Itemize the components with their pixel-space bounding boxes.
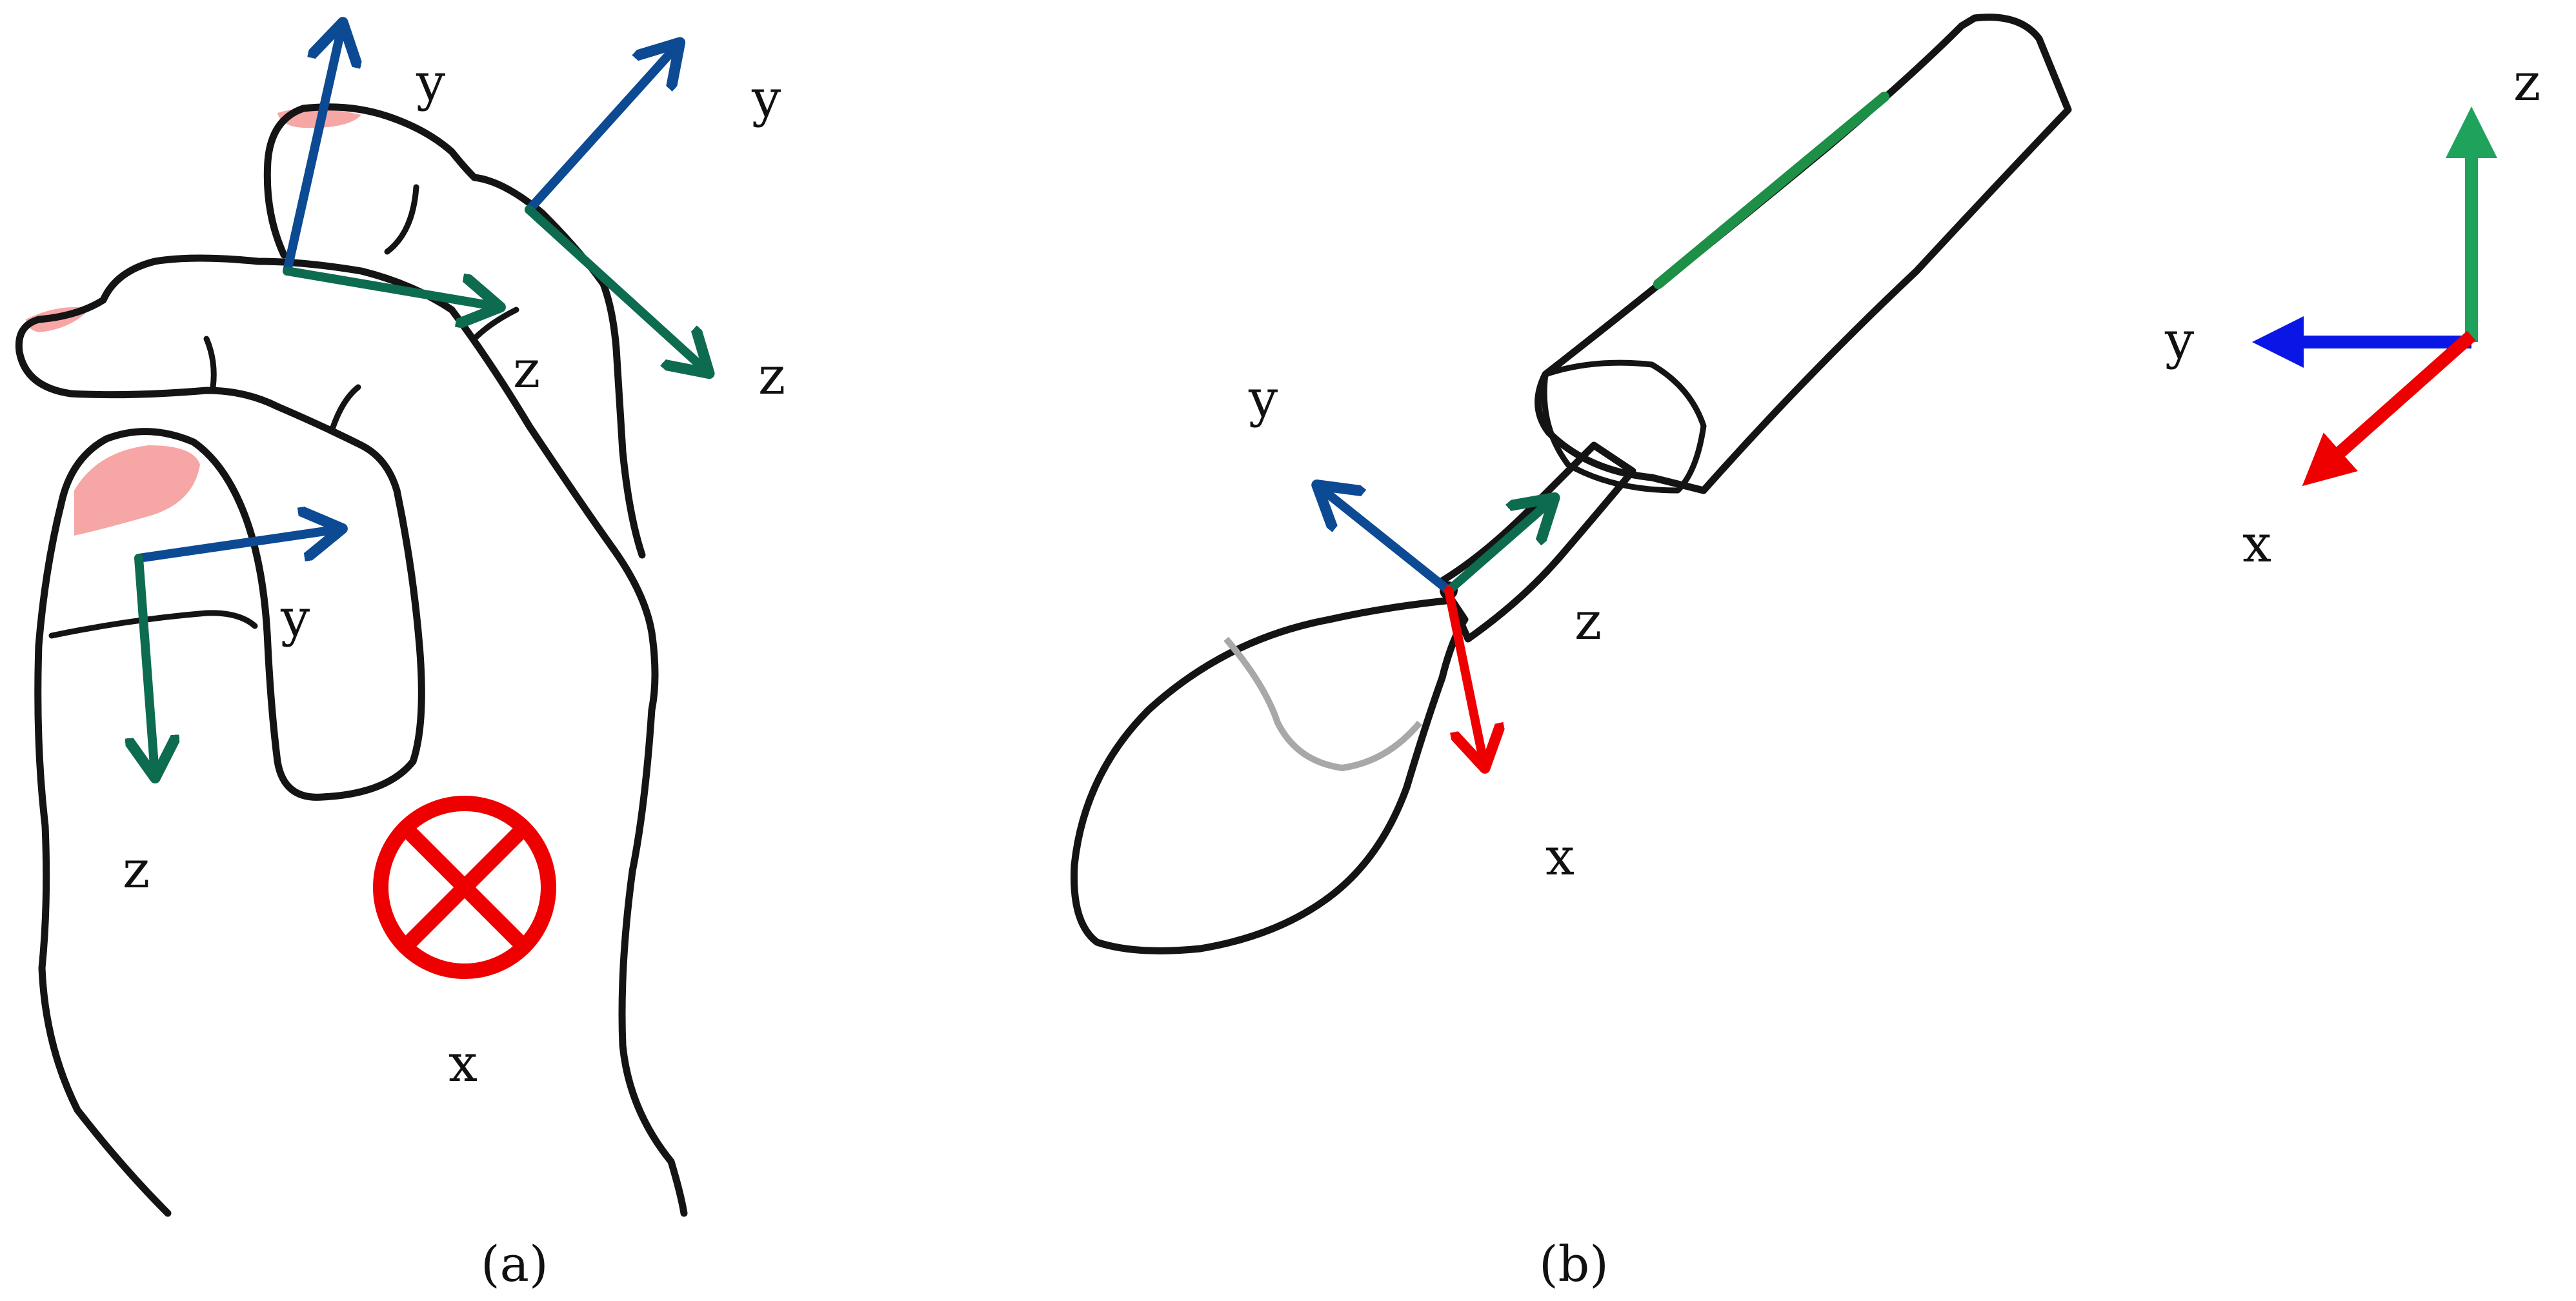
middle-z-axis-arrow	[139, 554, 155, 774]
thumb-crease	[384, 184, 419, 255]
caption-a: (a)	[481, 1235, 548, 1293]
world-y-label: y	[2164, 310, 2194, 370]
thumb-z-axis-arrow	[525, 205, 707, 371]
palm-right-edge-2	[612, 345, 646, 559]
spoon-neck	[1438, 441, 1636, 643]
spoon-y-label: y	[1248, 368, 1278, 429]
panel-b-spoon: y z x (b)	[1070, 14, 2072, 1293]
middle-y-label: y	[280, 588, 310, 648]
handle-edge-shade	[1653, 92, 1889, 289]
index-z-label: z	[513, 339, 540, 399]
spoon-bowl	[1070, 596, 1469, 954]
index-crease	[203, 336, 217, 390]
middle-y-axis-arrow	[134, 529, 339, 563]
spoon-x-axis-arrow	[1444, 586, 1484, 765]
index-finger-outline	[15, 254, 456, 801]
spoon-handle	[1535, 14, 2072, 494]
index-crease-2	[329, 384, 361, 432]
spoon-z-axis-arrow	[1444, 500, 1552, 595]
caption-b: (b)	[1539, 1235, 1609, 1293]
middle-crease	[48, 610, 258, 639]
world-frame: z y x	[2164, 52, 2541, 574]
middle-nail	[74, 445, 200, 536]
index-z-axis-arrow	[283, 267, 497, 307]
world-x-axis-arrow	[2302, 330, 2476, 487]
spoon-z-label: z	[1575, 591, 1602, 651]
palm-right-edge	[448, 306, 688, 1217]
thumb-z-label: z	[758, 346, 785, 406]
thumb-y-axis-arrow	[525, 45, 678, 214]
spoon-bowl-shadow	[1223, 636, 1422, 772]
panel-a-hand: y z y z y z x (a)	[15, 26, 785, 1293]
index-y-label: y	[416, 52, 445, 112]
middle-finger-outline	[34, 428, 272, 1217]
handle-end-cap	[1541, 359, 1707, 494]
middle-z-label: z	[123, 840, 150, 900]
thumb-y-label: y	[751, 68, 781, 128]
world-x-label: x	[2242, 514, 2271, 574]
hand-x-label: x	[448, 1033, 478, 1093]
x-into-page-icon	[373, 796, 556, 979]
spoon-y-axis-arrow	[1320, 487, 1453, 595]
wrist-crease	[471, 307, 519, 342]
spoon-x-label: x	[1545, 827, 1575, 887]
world-z-label: z	[2513, 52, 2541, 112]
index-y-axis-arrow	[283, 26, 342, 276]
